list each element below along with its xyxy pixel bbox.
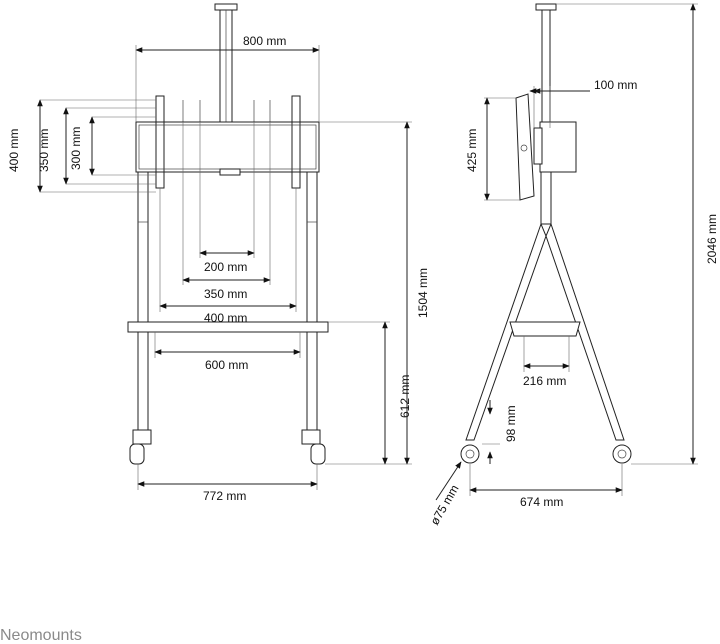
dim-75-caster: ø75 mm: [427, 482, 461, 527]
side-back-leg: [545, 222, 625, 441]
side-shelf: [509, 321, 581, 337]
dim-400-height: 400 mm: [7, 129, 21, 172]
side-screen: [515, 93, 535, 201]
front-left-wheel: [129, 443, 145, 465]
front-top-pole: [214, 3, 238, 11]
dim-612-height: 612 mm: [398, 375, 412, 418]
dim-300-height: 300 mm: [69, 127, 83, 170]
dim-772-width: 772 mm: [203, 489, 246, 503]
side-front-leg: [465, 222, 547, 441]
side-mount-box: [539, 121, 577, 173]
dim-1504-height: 1504 mm: [416, 268, 430, 318]
front-left-column: [137, 171, 149, 443]
front-shelf: [127, 321, 329, 333]
side-front-wheel: [460, 444, 480, 464]
side-back-wheel: [612, 444, 632, 464]
dim-98-clearance: 98 mm: [504, 405, 518, 442]
side-view: 100 mm 425 mm 2046 mm 216 mm 98 mm ø75 m…: [427, 3, 719, 528]
dim-100-depth: 100 mm: [594, 78, 637, 92]
dim-350-width: 350 mm: [204, 287, 247, 301]
dim-800: 800 mm: [243, 34, 286, 48]
front-right-column: [306, 171, 318, 443]
dim-216-shelf: 216 mm: [523, 374, 566, 388]
dim-674-base: 674 mm: [520, 495, 563, 509]
front-right-wheel: [310, 443, 326, 465]
dim-425-height: 425 mm: [465, 129, 479, 172]
dim-400-width: 400 mm: [204, 311, 247, 325]
dim-2046-height: 2046 mm: [705, 214, 719, 264]
front-view: 800 mm 400 mm 350 mm 300 mm 200 mm 350 m…: [7, 3, 430, 503]
dim-600-width: 600 mm: [205, 358, 248, 372]
dim-350-height: 350 mm: [37, 129, 51, 172]
dim-200-width: 200 mm: [204, 260, 247, 274]
neomounts-logo: Neomounts: [0, 627, 82, 644]
side-column: [540, 171, 552, 225]
side-top-pole: [535, 3, 557, 11]
